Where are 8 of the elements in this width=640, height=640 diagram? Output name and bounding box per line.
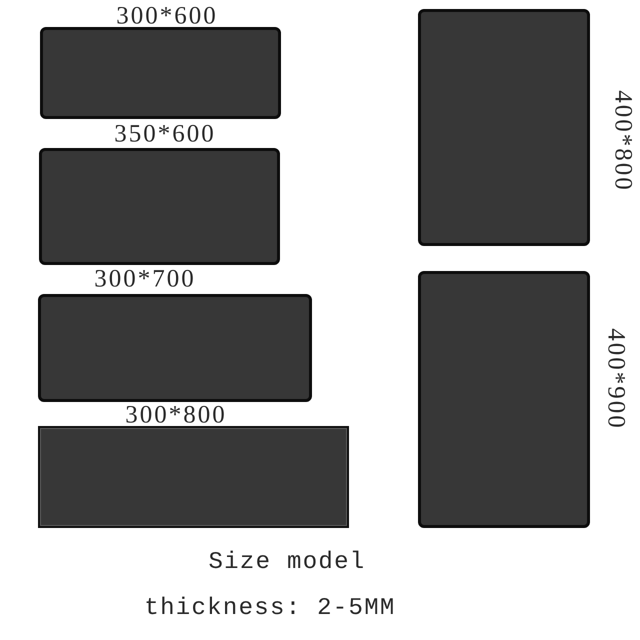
size-label: 400*800 [610,90,636,192]
caption-text: Size model [208,551,366,575]
size-label: 300*600 [116,4,218,28]
size-label: 300*700 [94,266,196,292]
size-label: 400*900 [604,328,628,430]
note-text: thickness: 2-5MM [144,597,396,621]
size-label: 300*800 [125,402,227,428]
size-label: 350*600 [114,122,216,146]
